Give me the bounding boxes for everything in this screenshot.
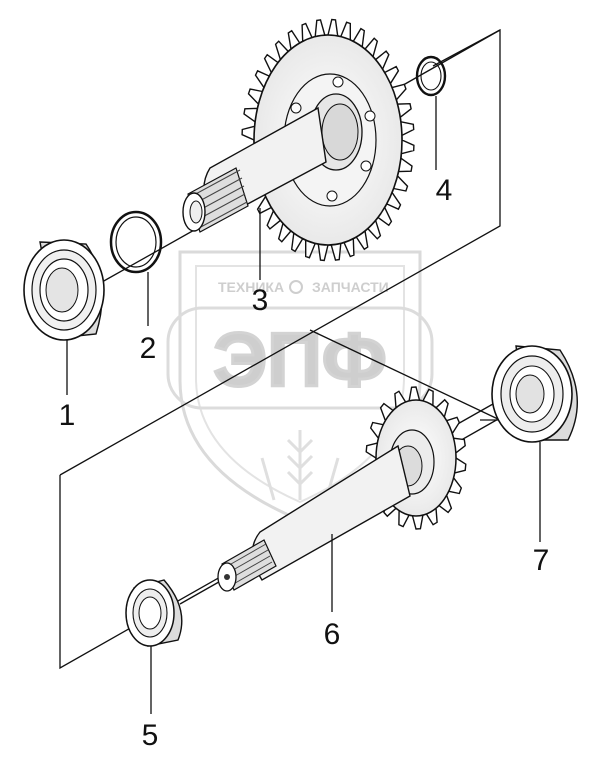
gear-icon (289, 280, 303, 294)
watermark-text-left: ТЕХНИКА (218, 279, 284, 295)
callout-4: 4 (436, 174, 453, 207)
callout-2: 2 (140, 332, 157, 365)
gear-shaft-part-3 (182, 18, 415, 262)
snap-ring-part-2 (109, 210, 163, 274)
callout-3: 3 (252, 284, 269, 317)
bearing-part-7 (491, 345, 578, 443)
watermark-logo: ЭПФ (213, 318, 387, 403)
callout-7: 7 (533, 544, 550, 577)
callout-6: 6 (324, 618, 341, 651)
wheat-icon (260, 430, 340, 501)
watermark-text-right: ЗАПЧАСТИ (312, 279, 389, 295)
bearing-part-5 (125, 579, 183, 647)
callout-5: 5 (142, 719, 159, 752)
watermark: ТЕХНИКА ЗАПЧАСТИ ЭПФ (166, 250, 434, 522)
ring-part-4 (415, 55, 447, 97)
gear-shaft-part-6 (217, 386, 467, 592)
callout-1: 1 (59, 399, 76, 432)
callout-leaders (66, 96, 541, 714)
bearing-part-1 (23, 239, 105, 341)
